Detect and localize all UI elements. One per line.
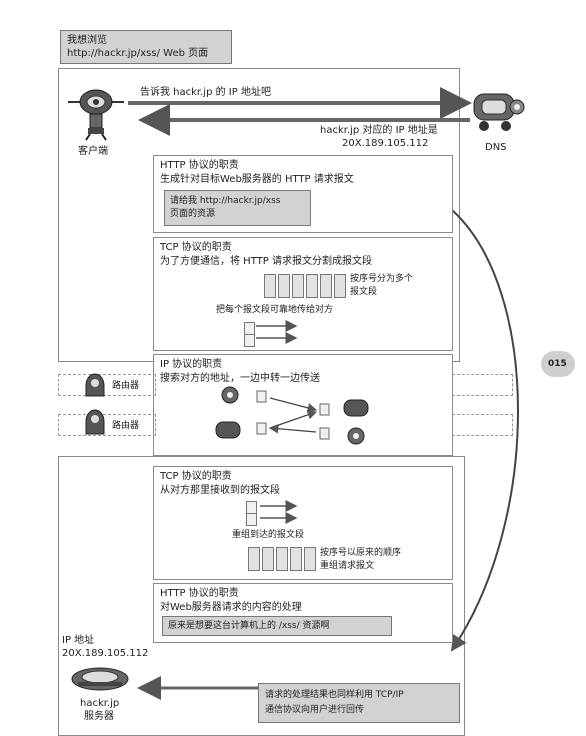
- tcp-order-line1: 按序号以原来的顺序: [320, 548, 402, 558]
- page-number-badge: 015: [541, 351, 575, 377]
- page-number: 015: [548, 359, 567, 369]
- tcp-role-desc: 为了方便通信，将 HTTP 请求报文分割成报文段: [160, 256, 372, 267]
- segment: [320, 274, 332, 298]
- ip-role-box: IP 协议的职责 搜索对方的地址，一边中转一边传送: [153, 354, 453, 456]
- reply-note-line2: 通信协议向用户进行回传: [265, 705, 365, 715]
- segment-small: [244, 334, 255, 347]
- http-role-title: HTTP 协议的职责: [160, 160, 239, 171]
- segment: [290, 547, 302, 571]
- http-request-line1: 请给我 http://hackr.jp/xss: [170, 196, 281, 206]
- dns-reply-line1: hackr.jp 对应的 IP 地址是: [320, 125, 438, 136]
- dns-label: DNS: [485, 142, 507, 153]
- router1-icon: [85, 373, 105, 397]
- segment: [304, 547, 316, 571]
- ip-role-desc: 搜索对方的地址，一边中转一边传送: [160, 373, 320, 384]
- http-server-desc: 对Web服务器请求的内容的处理: [160, 602, 302, 613]
- ip-dashed-extension: [452, 374, 513, 396]
- tcp-seq-line1: 按序号分为多个: [350, 274, 414, 284]
- http-server-message: 原来是想要这台计算机上的 /xss/ 资源啊: [162, 616, 392, 636]
- tcp-order-line2: 重组请求报文: [320, 561, 375, 571]
- server-ip-label: IP 地址: [62, 635, 95, 646]
- http-request-line2: 页面的资源: [170, 209, 216, 219]
- router1-dashed-box: [58, 374, 156, 396]
- segment: [264, 274, 276, 298]
- server-label-line1: hackr.jp: [80, 698, 120, 709]
- tcp-seq-line2: 报文段: [350, 287, 378, 297]
- tcp-receive-box: TCP 协议的职责 从对方那里接收到的报文段 重组到达的报文段 按序号以原来的顺…: [153, 466, 453, 580]
- tcp-role-title: TCP 协议的职责: [160, 242, 232, 253]
- reply-note-line1: 请求的处理结果也同样利用 TCP/IP: [265, 690, 404, 700]
- dns-reply-line2: 20X.189.105.112: [342, 138, 429, 149]
- router2-label: 路由器: [112, 421, 140, 431]
- tcp-reliable-text: 把每个报文段可靠地传给对方: [216, 305, 334, 315]
- segment: [334, 274, 346, 298]
- reply-note: 请求的处理结果也同样利用 TCP/IP 通信协议向用户进行回传: [258, 683, 460, 723]
- segment: [276, 547, 288, 571]
- router2-icon: [85, 409, 105, 435]
- http-role-box: HTTP 协议的职责 生成针对目标Web服务器的 HTTP 请求报文 请给我 h…: [153, 155, 453, 233]
- segment-small: [246, 513, 257, 526]
- ip-dashed-extension: [452, 414, 513, 436]
- top-note-line2: http://hackr.jp/xss/ Web 页面: [67, 48, 209, 59]
- http-server-message-text: 原来是想要这台计算机上的 /xss/ 资源啊: [168, 621, 330, 631]
- router1-label: 路由器: [112, 381, 140, 391]
- segment: [306, 274, 318, 298]
- web-server-icon: [71, 667, 129, 691]
- http-request-message: 请给我 http://hackr.jp/xss 页面的资源: [164, 190, 311, 226]
- server-label-line2: 服务器: [84, 711, 114, 722]
- tcp-role-box: TCP 协议的职责 为了方便通信，将 HTTP 请求报文分割成报文段 按序号分为…: [153, 237, 453, 351]
- segment: [278, 274, 290, 298]
- segment: [262, 547, 274, 571]
- router2-dashed-box: [58, 414, 156, 436]
- http-server-box: HTTP 协议的职责 对Web服务器请求的内容的处理 原来是想要这台计算机上的 …: [153, 583, 453, 643]
- server-ip-value: 20X.189.105.112: [62, 648, 149, 659]
- router-node-icon: [215, 421, 241, 439]
- tcp-reassemble-text: 重组到达的报文段: [232, 530, 305, 540]
- ask-dns-text: 告诉我 hackr.jp 的 IP 地址吧: [140, 87, 271, 98]
- client-label: 客户端: [78, 146, 108, 157]
- top-note-line1: 我想浏览: [67, 35, 107, 46]
- http-server-title: HTTP 协议的职责: [160, 588, 239, 599]
- http-role-desc: 生成针对目标Web服务器的 HTTP 请求报文: [160, 174, 354, 185]
- segment: [292, 274, 304, 298]
- tcp-receive-desc: 从对方那里接收到的报文段: [160, 485, 280, 496]
- tcp-receive-title: TCP 协议的职责: [160, 471, 232, 482]
- router-node-icon: [343, 399, 369, 417]
- client-computer-icon: [68, 89, 124, 141]
- top-note: 我想浏览 http://hackr.jp/xss/ Web 页面: [60, 30, 232, 64]
- segment: [248, 547, 260, 571]
- ip-role-title: IP 协议的职责: [160, 359, 223, 370]
- dns-server-icon: [473, 93, 525, 131]
